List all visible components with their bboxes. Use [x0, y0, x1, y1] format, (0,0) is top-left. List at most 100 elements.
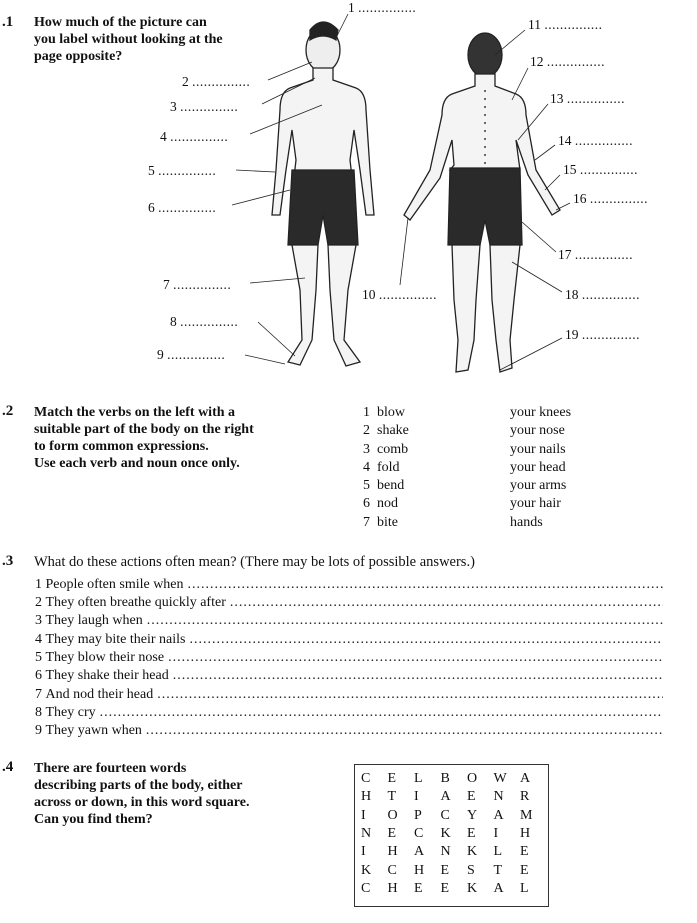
- word-square-cell[interactable]: K: [467, 844, 478, 860]
- word-square-cell[interactable]: M: [520, 807, 533, 823]
- question-row[interactable]: 7 And nod their head: [35, 687, 663, 703]
- body-label-18[interactable]: 18 ...............: [565, 287, 640, 303]
- word-square-cell[interactable]: E: [520, 862, 529, 878]
- body-label-13[interactable]: 13 ...............: [550, 91, 625, 107]
- word-square-cell[interactable]: S: [467, 862, 475, 878]
- word-square-cell[interactable]: C: [440, 807, 450, 823]
- word-square-cell[interactable]: O: [467, 771, 478, 787]
- word-square-cell[interactable]: E: [440, 862, 450, 878]
- question-row[interactable]: 3 They laugh when: [35, 613, 663, 629]
- body-label-12[interactable]: 12 ...............: [530, 54, 605, 70]
- question-row[interactable]: 1 People often smile when: [35, 577, 663, 593]
- word-square-cell[interactable]: H: [414, 862, 425, 878]
- noun-item: your nails: [510, 441, 566, 457]
- verb-item: 2 shake: [363, 423, 409, 439]
- noun-list: your knees your nose your nails your hea…: [510, 404, 571, 532]
- word-square-cell[interactable]: E: [467, 789, 476, 805]
- word-square-cell[interactable]: P: [414, 807, 422, 823]
- word-square-cell[interactable]: C: [361, 771, 371, 787]
- body-label-14[interactable]: 14 ...............: [558, 133, 633, 149]
- question-row[interactable]: 9 They yawn when: [35, 723, 663, 739]
- label-number: 6: [148, 200, 155, 215]
- body-label-7[interactable]: 7 ...............: [163, 277, 231, 293]
- word-square-cell[interactable]: E: [414, 880, 423, 896]
- question-row[interactable]: 8 They cry: [35, 705, 663, 721]
- word-square-cell[interactable]: E: [520, 844, 529, 860]
- verb-item: 3 comb: [363, 441, 409, 457]
- question-row[interactable]: 4 They may bite their nails: [35, 632, 663, 648]
- label-blank: ...............: [158, 163, 217, 178]
- question-row[interactable]: 5 They blow their nose: [35, 650, 663, 666]
- word-square-cell[interactable]: H: [520, 826, 531, 842]
- word-square-cell[interactable]: H: [361, 789, 372, 805]
- body-label-3[interactable]: 3 ...............: [170, 99, 238, 115]
- word-square-cell[interactable]: H: [387, 880, 398, 896]
- word-square-cell[interactable]: I: [361, 844, 366, 860]
- word-square-cell[interactable]: E: [440, 880, 450, 896]
- question-row[interactable]: 6 They shake their head: [35, 668, 663, 684]
- word-square-cell[interactable]: C: [361, 880, 371, 896]
- word-square-cell[interactable]: K: [467, 880, 478, 896]
- label-blank: ...............: [173, 277, 232, 292]
- body-label-6[interactable]: 6 ...............: [148, 200, 216, 216]
- word-square-cell[interactable]: O: [387, 807, 398, 823]
- word-square-cell[interactable]: W: [493, 771, 507, 787]
- body-label-16[interactable]: 16 ...............: [573, 191, 648, 207]
- noun-item: your hair: [510, 496, 561, 512]
- body-label-10[interactable]: 10 ...............: [362, 287, 437, 303]
- body-label-19[interactable]: 19 ...............: [565, 327, 640, 343]
- body-label-4[interactable]: 4 ...............: [160, 129, 228, 145]
- answer-blank: [100, 705, 663, 721]
- word-square-cell[interactable]: I: [361, 807, 366, 823]
- body-label-5[interactable]: 5 ...............: [148, 163, 216, 179]
- instruction-line: Can you find them?: [34, 812, 153, 827]
- body-label-1[interactable]: 1 ...............: [348, 0, 416, 16]
- word-square-cell[interactable]: I: [414, 789, 419, 805]
- word-square-cell[interactable]: B: [440, 771, 450, 787]
- body-label-2[interactable]: 2 ...............: [182, 74, 250, 90]
- word-square-cell[interactable]: A: [520, 771, 531, 787]
- word-square-cell[interactable]: E: [387, 826, 397, 842]
- word-square-cell[interactable]: A: [493, 807, 504, 823]
- word-square-cell[interactable]: T: [493, 862, 503, 878]
- instruction-line: across or down, in this word square.: [34, 795, 250, 810]
- word-square-cell[interactable]: A: [493, 880, 504, 896]
- word-square-cell[interactable]: C: [387, 862, 397, 878]
- label-blank: ...............: [581, 327, 640, 342]
- word-square-cell[interactable]: A: [440, 789, 451, 805]
- label-blank: ...............: [158, 200, 217, 215]
- label-blank: ...............: [180, 314, 239, 329]
- word-square-cell[interactable]: C: [414, 826, 424, 842]
- word-square-cell[interactable]: Y: [467, 807, 478, 823]
- word-square-cell[interactable]: L: [493, 844, 503, 860]
- word-square-cell[interactable]: N: [493, 789, 504, 805]
- body-label-17[interactable]: 17 ...............: [558, 247, 633, 263]
- word-square-cell[interactable]: N: [440, 844, 451, 860]
- word-square-cell[interactable]: T: [387, 789, 397, 805]
- body-label-9[interactable]: 9 ...............: [157, 347, 225, 363]
- section-1-instruction: How much of the picture can you label wi…: [34, 14, 223, 65]
- label-number: 9: [157, 347, 164, 362]
- word-square-cell[interactable]: R: [520, 789, 530, 805]
- body-label-15[interactable]: 15 ...............: [563, 162, 638, 178]
- word-square-cell[interactable]: L: [520, 880, 529, 896]
- word-square-cell[interactable]: E: [467, 826, 476, 842]
- label-blank: ...............: [192, 74, 251, 89]
- body-label-11[interactable]: 11 ...............: [528, 17, 603, 33]
- label-number: 3: [170, 99, 177, 114]
- verb-item: 7 bite: [363, 514, 398, 530]
- word-square-cell[interactable]: E: [387, 771, 397, 787]
- word-square-cell[interactable]: N: [361, 826, 372, 842]
- verb-item: 1 blow: [363, 405, 405, 420]
- word-square-cell[interactable]: I: [493, 826, 499, 842]
- label-blank: ...............: [544, 17, 603, 32]
- word-square-cell[interactable]: L: [414, 771, 423, 787]
- word-square-cell[interactable]: K: [361, 862, 372, 878]
- word-square-cell[interactable]: H: [387, 844, 398, 860]
- question-row[interactable]: 2 They often breathe quickly after: [35, 595, 663, 611]
- body-label-8[interactable]: 8 ...............: [170, 314, 238, 330]
- word-square-cell[interactable]: K: [440, 826, 451, 842]
- word-square-cell[interactable]: A: [414, 844, 425, 860]
